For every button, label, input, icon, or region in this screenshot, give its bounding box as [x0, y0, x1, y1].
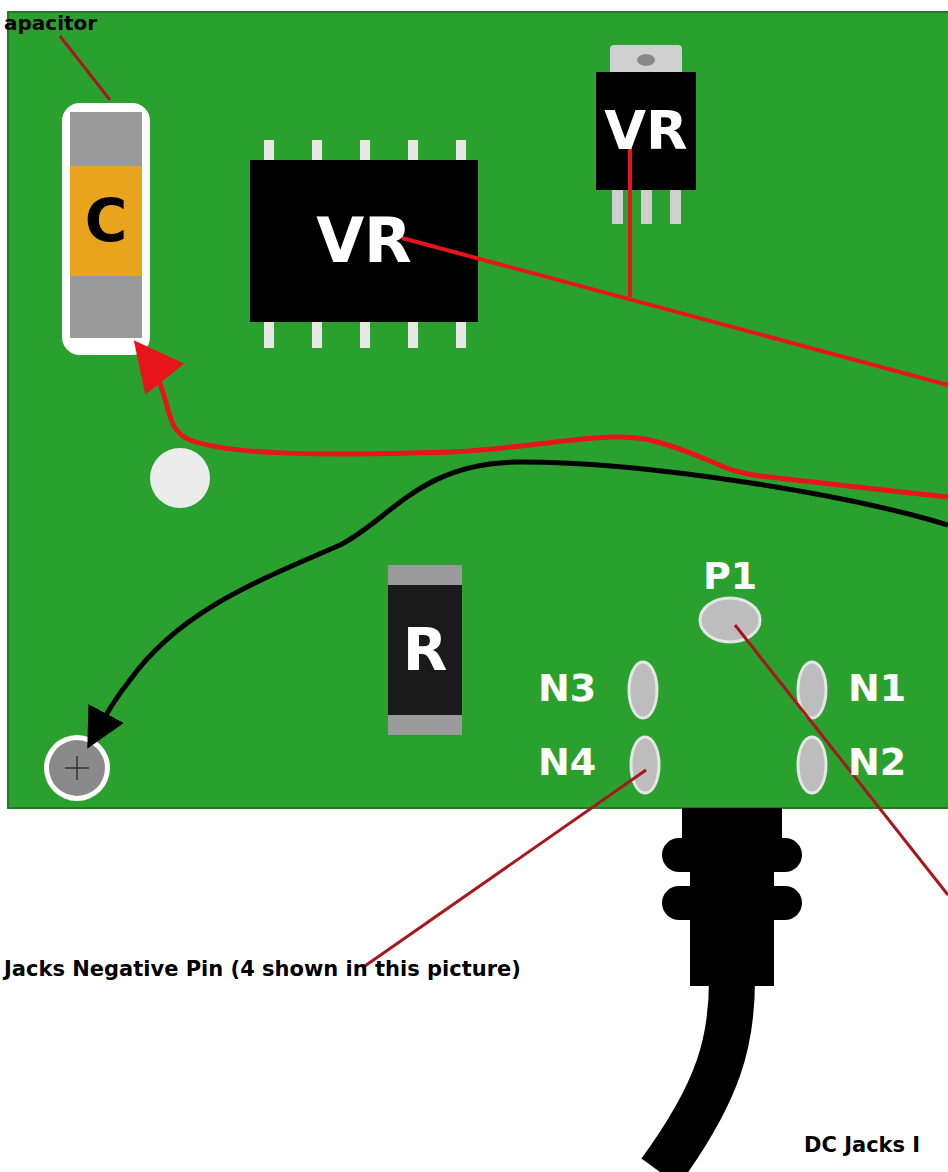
chip-label: VR: [316, 210, 412, 272]
part-body: VR: [596, 72, 696, 190]
part-name: DC Jacks I: [804, 1134, 920, 1157]
leader-line: [362, 770, 646, 968]
capacitor-label: C: [85, 192, 128, 250]
pin-name: P1: [703, 556, 757, 598]
note-text: Jacks Negative Pin (4 shown in this pict…: [4, 958, 521, 981]
dc-plug: [662, 808, 802, 986]
dc-cable: [660, 980, 732, 1172]
resistor-symbol: [388, 565, 462, 735]
capacitor-symbol: [62, 103, 150, 355]
part-name: apacitor: [4, 12, 97, 34]
arrow-line: [140, 348, 948, 497]
leader-line: [402, 145, 948, 385]
mounting-hole: [150, 448, 210, 508]
ic-chip-symbol: [250, 140, 478, 348]
part-body: VR: [250, 160, 478, 322]
arrow-line: [92, 462, 948, 740]
ground-terminal: [44, 735, 110, 801]
pin-name: N4: [538, 742, 596, 784]
part-body: R: [388, 585, 462, 715]
pin-name: N2: [848, 742, 906, 784]
part-body: C: [70, 166, 142, 276]
leader-line: [60, 36, 110, 100]
jack-pads: [629, 598, 826, 793]
resistor-label: R: [403, 621, 448, 679]
circuit-board: [8, 12, 948, 808]
pin-name: N3: [538, 668, 596, 710]
regulator-label: VR: [604, 104, 687, 158]
regulator-symbol: [596, 45, 696, 224]
pin-name: N1: [848, 668, 906, 710]
